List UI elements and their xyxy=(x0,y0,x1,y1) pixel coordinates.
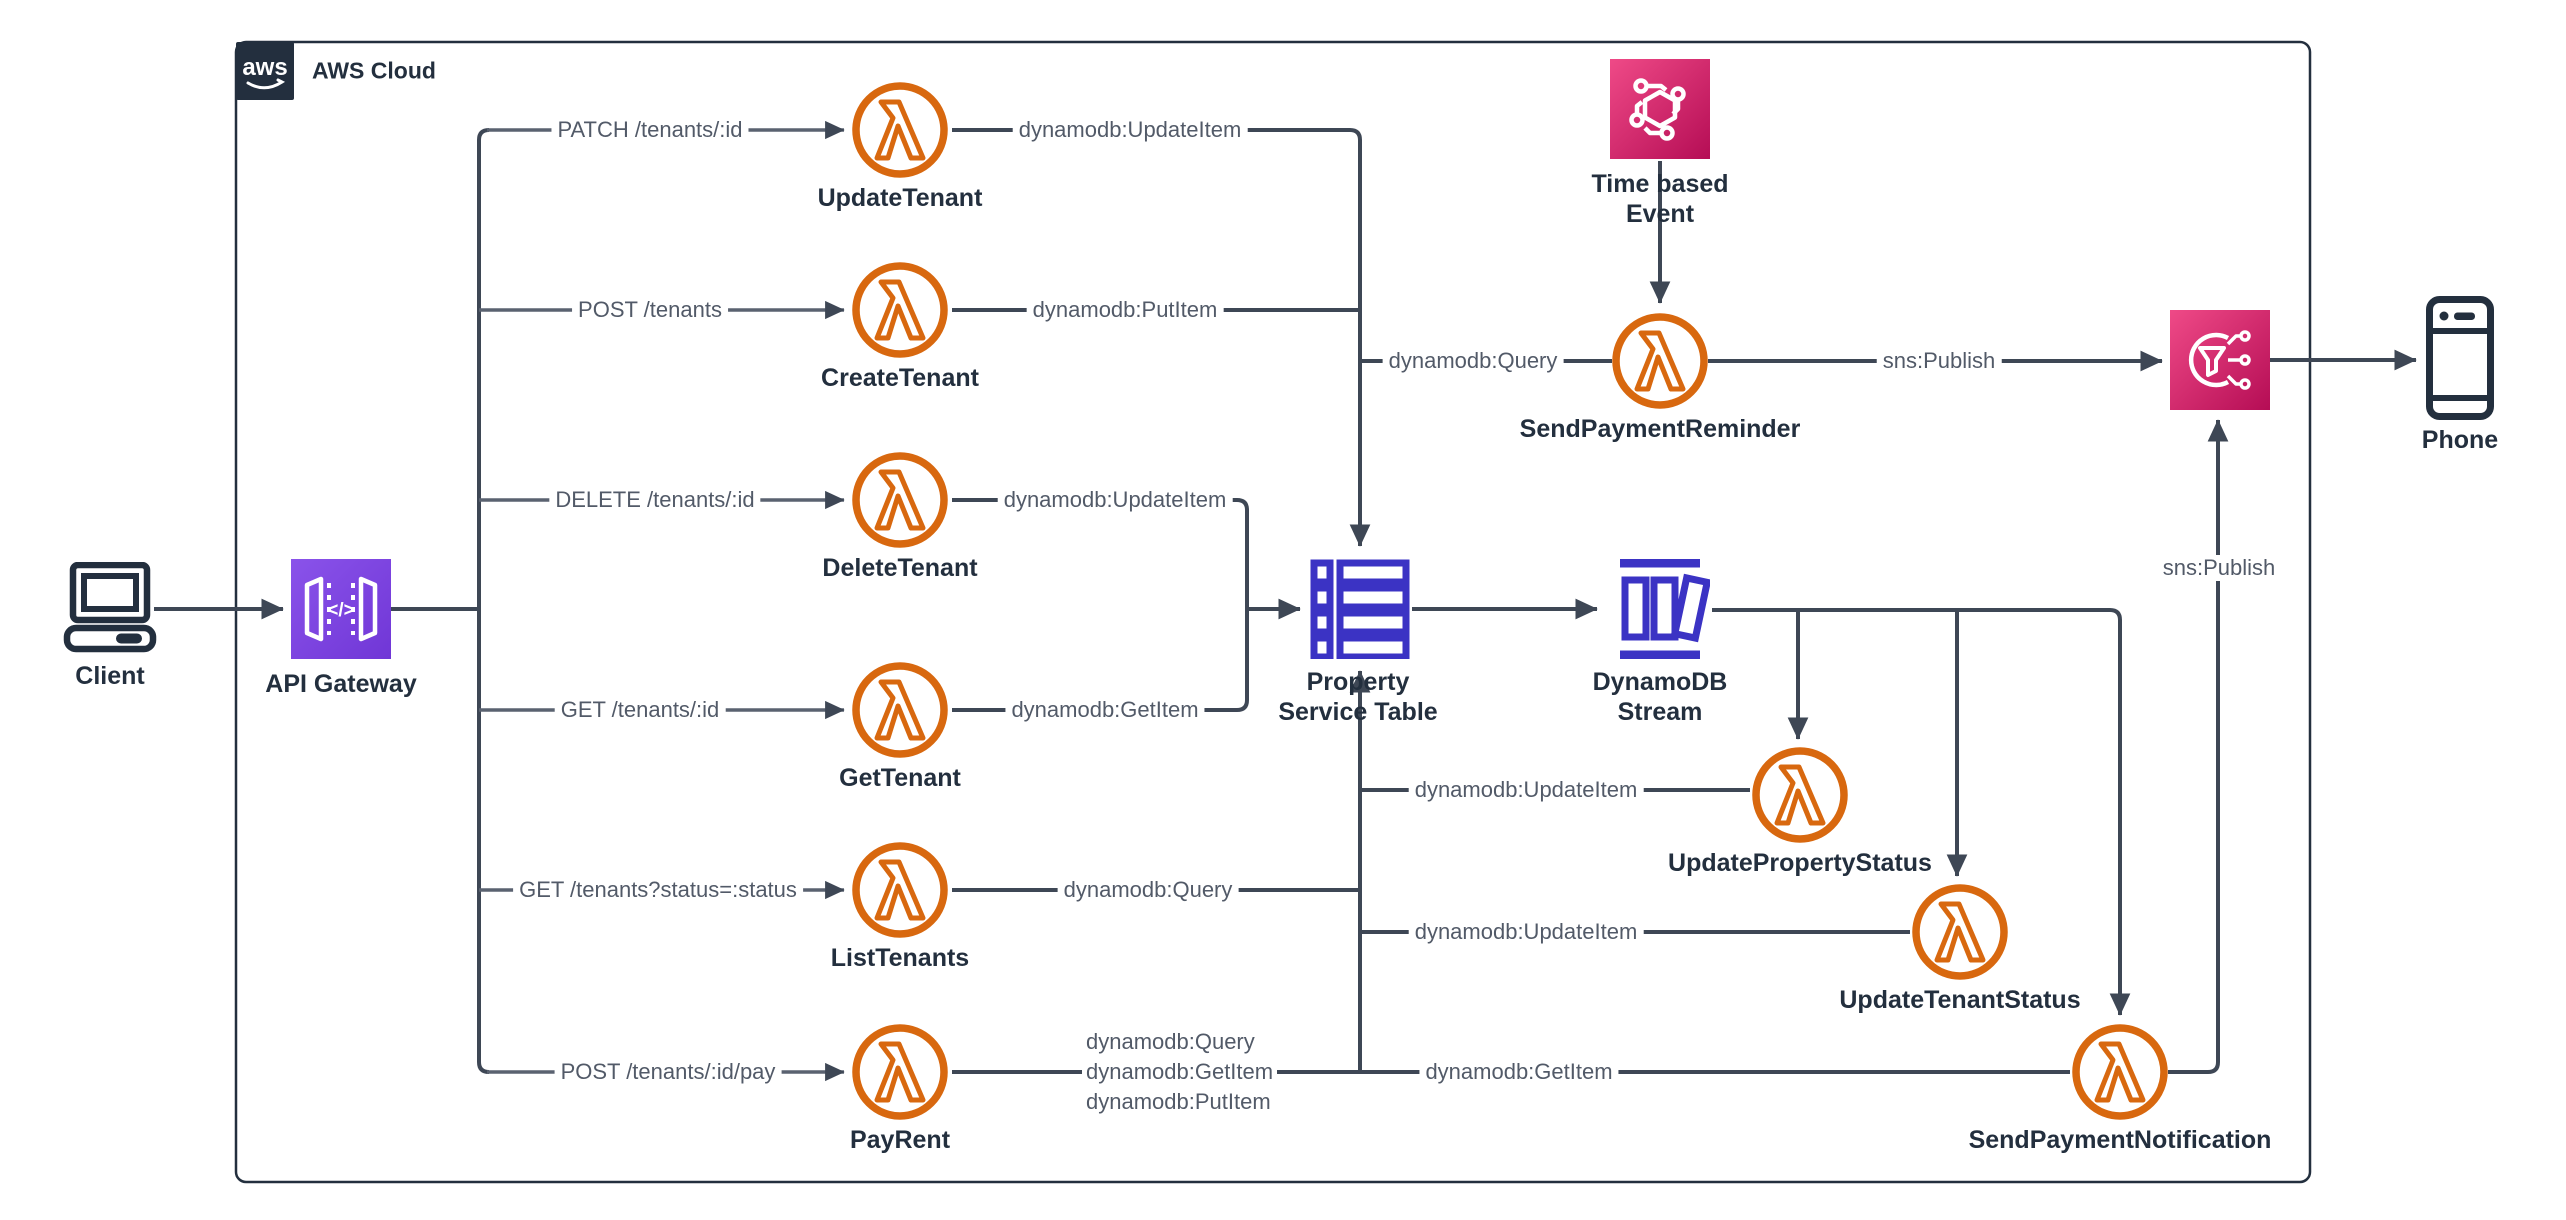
lambda-icon xyxy=(1752,747,1848,843)
property-service-table-label: Property Service Table xyxy=(1278,668,1438,726)
lambda-delete-tenant xyxy=(850,450,950,555)
lambda-create-tenant xyxy=(850,260,950,365)
api-gateway-label: API Gateway xyxy=(265,670,417,698)
edge-gettenant-table xyxy=(952,609,1249,712)
send-payment-notification-label: SendPaymentNotification xyxy=(1968,1126,2272,1154)
aws-logo-text: aws xyxy=(242,54,287,81)
aws-logo-smile xyxy=(246,78,286,90)
get-tenant-label: GetTenant xyxy=(839,764,961,792)
edge-label-post-tenants: POST /tenants xyxy=(572,297,728,323)
send-payment-reminder-label: SendPaymentReminder xyxy=(1519,415,1801,443)
lambda-icon xyxy=(1912,884,2008,980)
lambda-send-payment-reminder xyxy=(1610,311,1710,416)
lambda-get-tenant xyxy=(850,660,950,765)
sns-topic-icon xyxy=(2170,310,2270,410)
edge-label-reminder-publish: sns:Publish xyxy=(1876,348,2002,374)
aws-cloud-title: AWS Cloud xyxy=(312,57,436,84)
edge-label-get-tenants-status: GET /tenants?status=:status xyxy=(513,877,803,903)
lambda-update-tenant-status xyxy=(1910,882,2010,987)
lambda-icon xyxy=(852,262,948,358)
lambda-icon xyxy=(852,82,948,178)
lambda-icon xyxy=(852,842,948,938)
edge-label-notification-publish: sns:Publish xyxy=(2156,555,2282,581)
edge-label-updateitem-tenantstatus: dynamodb:UpdateItem xyxy=(1408,919,1644,945)
update-tenant-status-label: UpdateTenantStatus xyxy=(1839,986,2081,1014)
api-gateway-node: </> xyxy=(291,559,391,664)
edge-notification-sns xyxy=(2168,419,2229,1074)
edge-label-patch-tenants: PATCH /tenants/:id xyxy=(551,117,749,143)
edge-label-post-pay: POST /tenants/:id/pay xyxy=(554,1059,782,1085)
edge-label-reminder-query: dynamodb:Query xyxy=(1382,348,1564,374)
delete-tenant-label: DeleteTenant xyxy=(822,554,978,582)
edge-label-getitem-1: dynamodb:GetItem xyxy=(1005,697,1205,723)
lambda-icon xyxy=(2072,1024,2168,1120)
client-label: Client xyxy=(75,662,145,690)
time-based-event-label: Time based Event xyxy=(1591,170,1729,228)
pay-rent-label: PayRent xyxy=(849,1126,951,1154)
edge-left-trunk xyxy=(477,128,490,1074)
smartphone-icon xyxy=(2426,296,2494,420)
lambda-update-property-status xyxy=(1750,745,1850,850)
dynamodb-table-icon xyxy=(1310,559,1410,661)
api-gateway-icon: </> xyxy=(291,559,391,659)
edge-label-get-tenant: GET /tenants/:id xyxy=(554,697,726,723)
dynamodb-stream-icon xyxy=(1620,559,1712,659)
property-service-table-node xyxy=(1310,559,1410,664)
code-glyph: </> xyxy=(327,600,354,621)
edge-label-query-1: dynamodb:Query xyxy=(1057,877,1239,903)
lambda-icon xyxy=(852,1024,948,1120)
edge-deletetenant-table xyxy=(952,498,1249,609)
edge-label-delete-tenants: DELETE /tenants/:id xyxy=(549,487,761,513)
dynamodb-stream-label: DynamoDB Stream xyxy=(1592,668,1728,726)
client-node xyxy=(60,561,160,659)
lambda-icon xyxy=(1612,313,1708,409)
edge-label-getitem-notification: dynamodb:GetItem xyxy=(1419,1059,1619,1085)
list-tenants-label: ListTenants xyxy=(830,944,970,972)
sns-topic-node xyxy=(2170,310,2270,415)
edge-route-lines xyxy=(479,120,845,1082)
edges xyxy=(154,120,2417,1082)
time-based-event-node xyxy=(1610,59,1710,164)
create-tenant-label: CreateTenant xyxy=(821,364,979,392)
edge-label-updateitem-property: dynamodb:UpdateItem xyxy=(1408,777,1644,803)
lambda-list-tenants xyxy=(850,840,950,945)
update-property-status-label: UpdatePropertyStatus xyxy=(1668,849,1932,877)
lambda-pay-rent xyxy=(850,1022,950,1127)
aws-cloud-boundary xyxy=(234,40,2312,1184)
edge-label-putitem: dynamodb:PutItem xyxy=(1026,297,1224,323)
eventbridge-icon xyxy=(1610,59,1710,159)
update-tenant-label: UpdateTenant xyxy=(817,184,983,212)
lambda-icon xyxy=(852,452,948,548)
edge-updatetenant-table xyxy=(952,128,1371,547)
phone-node xyxy=(2425,295,2495,426)
lambda-icon xyxy=(852,662,948,758)
edge-label-updateitem-2: dynamodb:UpdateItem xyxy=(997,487,1233,513)
edge-stream-notification xyxy=(1712,608,2131,1016)
edge-label-payrent-actions: dynamodb:Query dynamodb:GetItem dynamodb… xyxy=(1082,1027,1278,1117)
lambda-send-payment-notification xyxy=(2070,1022,2170,1127)
dynamodb-stream-node xyxy=(1610,559,1712,664)
phone-label: Phone xyxy=(2421,426,2499,454)
laptop-icon xyxy=(63,561,157,653)
edge-label-updateitem-1: dynamodb:UpdateItem xyxy=(1012,117,1248,143)
lambda-update-tenant xyxy=(850,80,950,185)
